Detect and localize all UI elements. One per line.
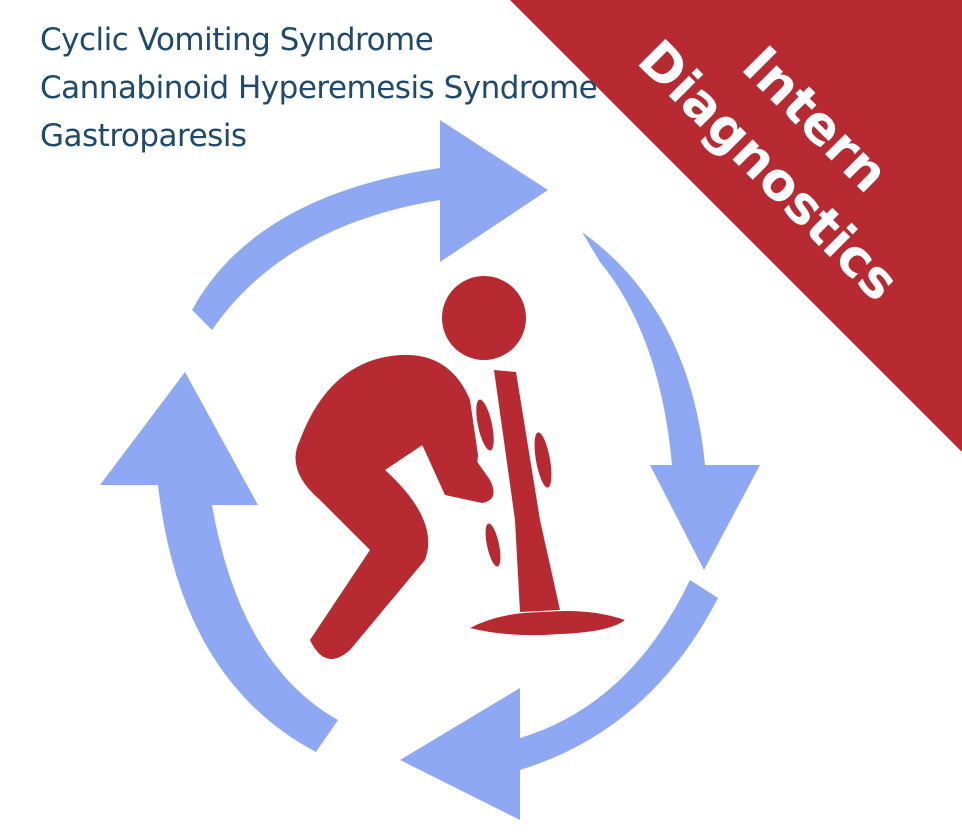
title-gastroparesis: Gastroparesis — [40, 118, 247, 154]
syndrome-list: Cyclic Vomiting Syndrome Cannabinoid Hyp… — [40, 16, 598, 160]
vomiting-person-icon — [295, 276, 625, 659]
vomit-drop — [476, 399, 494, 451]
cycle-arrow-right — [582, 232, 760, 570]
vomit-stream — [494, 370, 560, 612]
cycle-arrow-bottom — [400, 580, 718, 820]
vomit-drop — [485, 523, 501, 567]
person-body — [295, 354, 478, 659]
cycle-arrow-top — [192, 120, 548, 330]
vomit-drop — [534, 432, 552, 488]
cycle-arrow-left — [100, 372, 338, 752]
vomit-puddle — [470, 611, 625, 636]
title-cannabinoid-hyperemesis: Cannabinoid Hyperemesis Syndrome — [40, 70, 598, 106]
corner-banner — [510, 0, 962, 452]
title-cyclic-vomiting: Cyclic Vomiting Syndrome — [40, 22, 434, 58]
person-head — [442, 276, 526, 360]
cycle-arrows-icon — [100, 120, 760, 820]
person-arm — [395, 372, 494, 503]
